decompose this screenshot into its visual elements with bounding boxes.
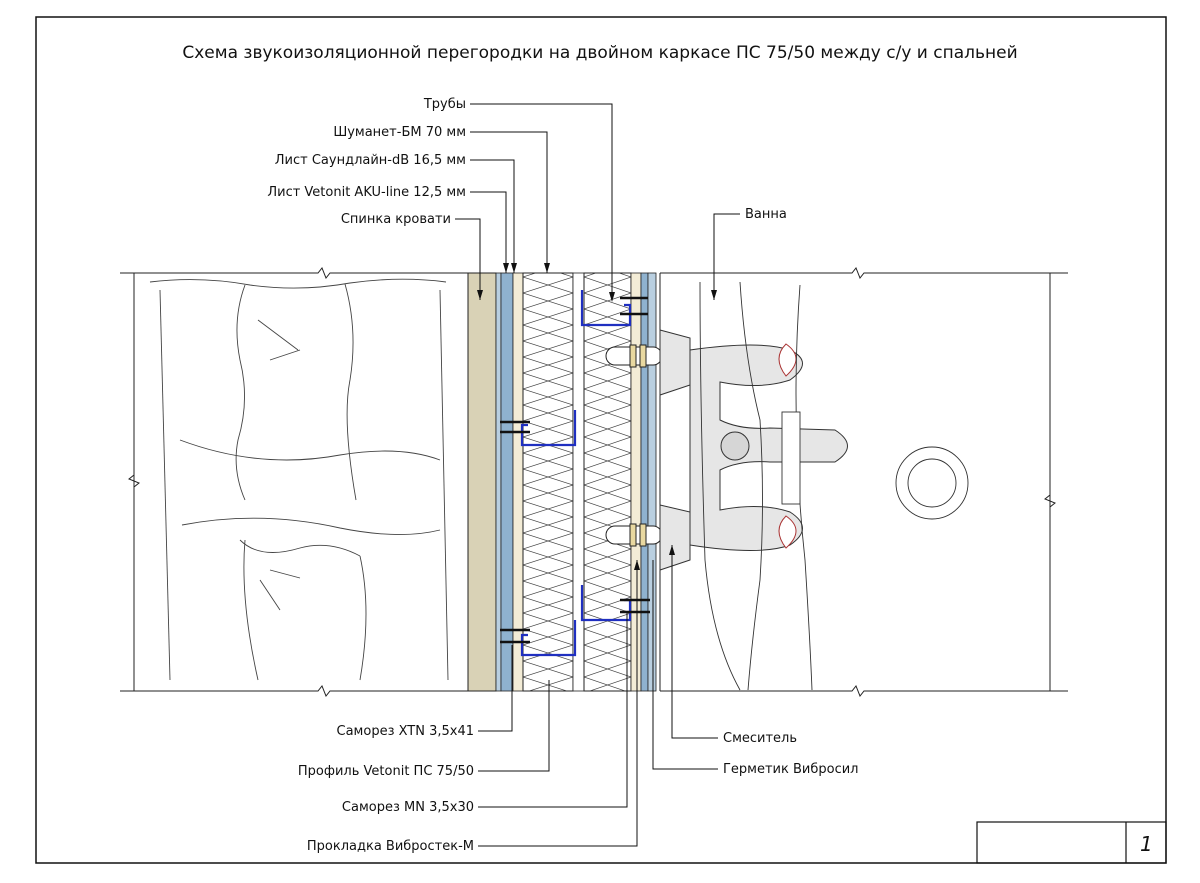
mixer-sketch xyxy=(659,329,848,571)
leader-arrows-bottom xyxy=(634,545,675,570)
title-block: 1 xyxy=(976,821,1167,864)
label-vibrostek-gasket: Прокладка Вибростек-М xyxy=(307,839,474,854)
drawing-title: Схема звукоизоляционной перегородки на д… xyxy=(182,43,1017,63)
label-shumanet: Шуманет-БМ 70 мм xyxy=(333,125,466,140)
cut-lines xyxy=(120,267,1068,697)
leader-arrows-top xyxy=(477,263,717,302)
label-screw-mn: Саморез MN 3,5x30 xyxy=(342,800,474,815)
sheet-number: 1 xyxy=(1140,832,1153,856)
label-pipes: Трубы xyxy=(423,97,466,112)
shumanet-layer-1 xyxy=(522,272,574,692)
vetonit-aku-sheet-2 xyxy=(647,272,657,692)
pipes xyxy=(605,344,663,547)
label-screw-xtn: Саморез XTN 3,5x41 xyxy=(337,724,474,739)
bed-sketch xyxy=(149,278,449,681)
label-bath: Ванна xyxy=(745,207,787,222)
soundline-db-sheet xyxy=(500,272,514,692)
label-vibrosil-sealant: Герметик Вибросил xyxy=(723,762,858,777)
leaders-top xyxy=(455,103,740,300)
label-soundline-sheet: Лист Саундлайн-dB 16,5 мм xyxy=(275,153,466,168)
vibrostek-strip xyxy=(512,272,524,692)
vibrostek-strip-2 xyxy=(630,272,642,692)
leaders-bottom xyxy=(478,545,718,847)
labels-bottom-left: Саморез XTN 3,5x41 Профиль Vetonit ПС 75… xyxy=(298,724,474,854)
label-profile-ps: Профиль Vetonit ПС 75/50 xyxy=(298,764,474,779)
screws xyxy=(500,296,650,644)
wall-section xyxy=(467,272,661,692)
shumanet-layer-2 xyxy=(583,272,632,692)
vetonit-aku-sheet xyxy=(495,272,502,692)
label-vetonit-sheet: Лист Vetonit AKU-line 12,5 мм xyxy=(267,185,466,200)
bed-headboard-layer xyxy=(467,272,497,692)
labels-top-left: Трубы Шуманет-БМ 70 мм Лист Саундлайн-dB… xyxy=(267,97,466,227)
labels-right: Ванна Смеситель Герметик Вибросил xyxy=(723,207,858,777)
soundline-db-sheet-2 xyxy=(640,272,649,692)
sheet-frame xyxy=(35,16,1167,864)
bath-sketch xyxy=(699,281,969,691)
label-mixer: Смеситель xyxy=(723,731,797,746)
label-bed-headboard: Спинка кровати xyxy=(341,212,451,227)
